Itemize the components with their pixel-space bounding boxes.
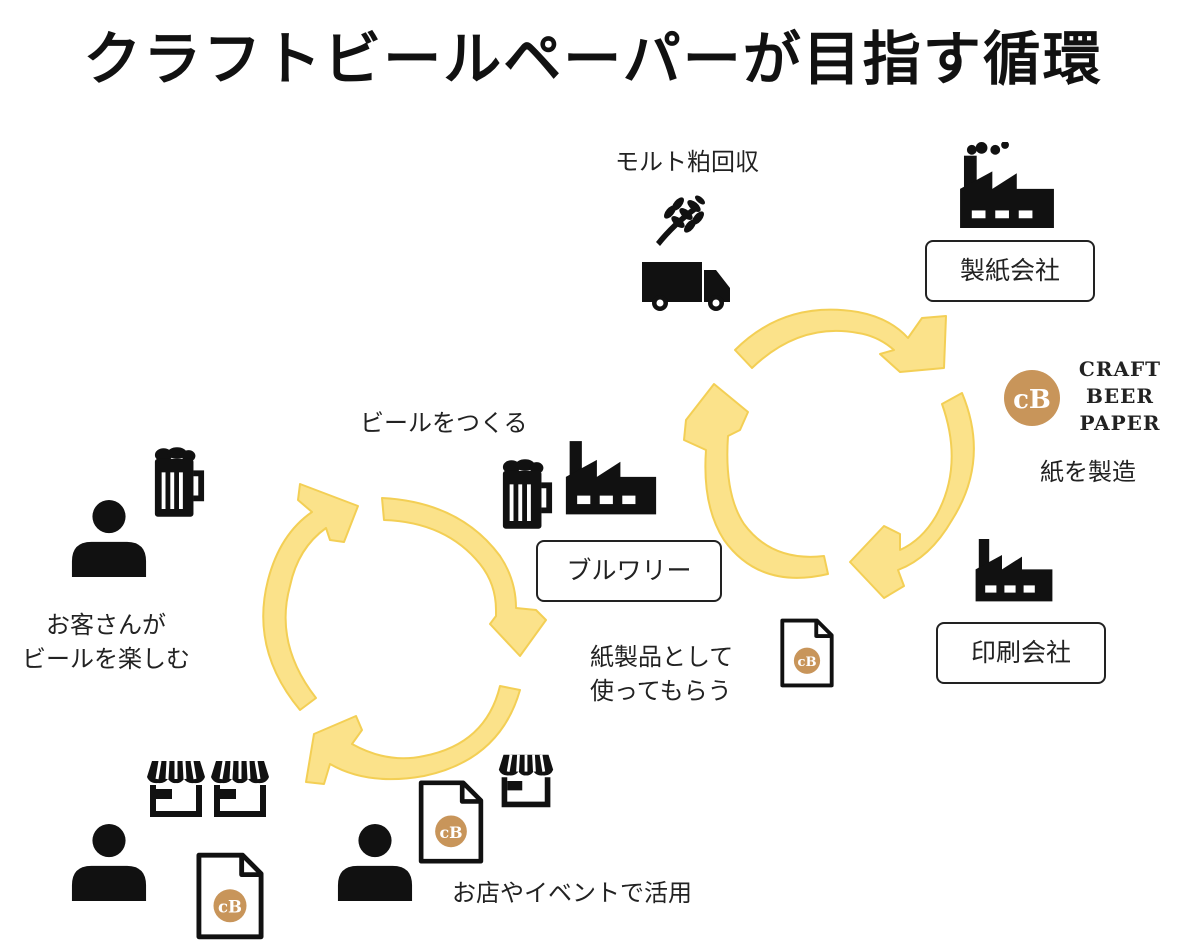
label-paper-products-line1: 紙製品として bbox=[590, 643, 734, 671]
person-icon bbox=[71, 499, 147, 577]
beer-mug-icon bbox=[502, 459, 553, 529]
document-logo-icon bbox=[199, 855, 261, 937]
brand-logo-text: cB bbox=[1013, 385, 1051, 415]
factory-icon bbox=[565, 441, 657, 515]
brand-name-line1: CRAFT bbox=[1078, 357, 1162, 381]
person-icon bbox=[71, 823, 147, 901]
document-logo-icon bbox=[421, 783, 481, 861]
label-customers-line2: ビールを楽しむ bbox=[22, 645, 190, 673]
person-icon bbox=[337, 823, 413, 901]
arrow-top-right bbox=[734, 308, 947, 373]
right-cycle-arrows bbox=[683, 308, 975, 599]
label-customers-line1: お客さんが bbox=[46, 611, 166, 639]
box-brewery: ブルワリー bbox=[536, 540, 722, 602]
beer-mug-icon bbox=[154, 447, 205, 517]
arrow-bottom bbox=[305, 685, 521, 785]
left-cycle-arrows bbox=[262, 483, 547, 785]
arrow-bottom-left bbox=[683, 383, 829, 579]
brand-name-line3: PAPER bbox=[1079, 411, 1161, 435]
box-paper-company: 製紙会社 bbox=[925, 240, 1095, 302]
store-icon bbox=[497, 753, 555, 809]
arrow-left bbox=[262, 483, 359, 711]
arrow-bottom-right bbox=[849, 392, 975, 599]
brand-name-line2: BEER bbox=[1085, 384, 1154, 408]
store-icon bbox=[209, 759, 271, 819]
brand-logo: cB bbox=[1004, 370, 1060, 426]
document-logo-icon bbox=[780, 618, 834, 688]
arrow-top-left bbox=[381, 497, 547, 657]
label-stores-events: お店やイベントで活用 bbox=[452, 879, 692, 907]
label-malt-collection: モルト粕回収 bbox=[615, 148, 759, 176]
brand-name: CRAFT BEER PAPER bbox=[1068, 356, 1172, 437]
box-printing-company: 印刷会社 bbox=[936, 622, 1106, 684]
label-beer-making: ビールをつくる bbox=[360, 409, 528, 437]
store-icon bbox=[145, 759, 207, 819]
factory-icon bbox=[960, 142, 1054, 229]
label-paper-making: 紙を製造 bbox=[1040, 458, 1136, 486]
truck-icon bbox=[642, 262, 730, 311]
factory-icon bbox=[975, 539, 1053, 602]
page-title: クラフトビールペーパーが目指す循環 bbox=[83, 25, 1103, 93]
wheat-icon bbox=[656, 195, 705, 246]
label-paper-products-line2: 使ってもらう bbox=[590, 677, 732, 705]
